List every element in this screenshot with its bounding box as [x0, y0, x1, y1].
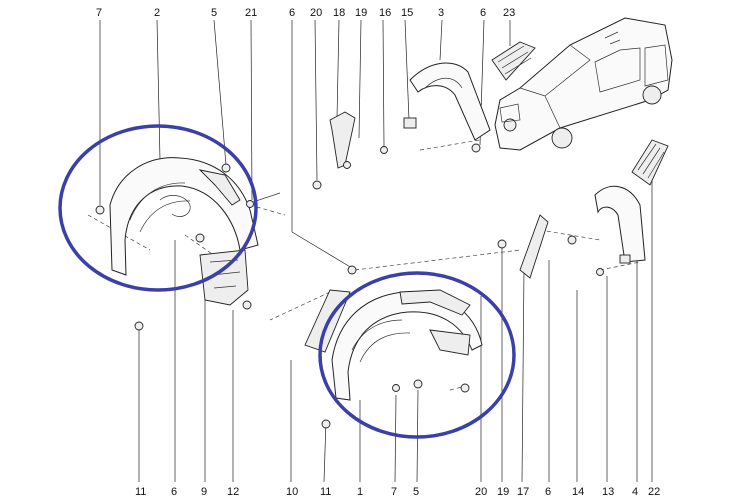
clip-11-mid-icon [321, 419, 331, 429]
callout-bottom-6a: 6 [171, 486, 177, 498]
front-wheel-arch-liner [331, 289, 483, 401]
mud-flap-bracket [312, 111, 356, 190]
callout-top-19: 19 [355, 7, 367, 19]
highlight-circle-left [58, 124, 258, 292]
callout-top-3: 3 [438, 7, 444, 19]
callout-bottom-20: 20 [475, 486, 487, 498]
callout-bottom-11a: 11 [135, 486, 146, 498]
callout-top-6a: 6 [289, 7, 295, 19]
callout-bottom-10: 10 [286, 486, 298, 498]
clip-6-icon [195, 233, 205, 243]
callout-bottom-19: 19 [497, 486, 509, 498]
callout-top-15: 15 [401, 7, 413, 19]
callout-top-6b: 6 [480, 7, 486, 19]
callout-bottom-6b: 6 [545, 486, 551, 498]
clip-5-mid-icon [413, 379, 423, 389]
callout-bottom-4: 4 [632, 486, 638, 498]
vent-grille-22 [631, 139, 669, 186]
leader-lines [99, 19, 653, 483]
callout-top-2: 2 [154, 7, 160, 19]
clip-8-icon [460, 383, 470, 393]
callout-top-18: 18 [333, 7, 345, 19]
callout-bottom-11b: 11 [320, 486, 331, 498]
callout-top-5: 5 [211, 7, 217, 19]
callout-top-7: 7 [96, 7, 102, 19]
callout-bottom-13: 13 [602, 486, 614, 498]
vehicle-illustration [494, 17, 673, 151]
left-fasteners [95, 163, 281, 331]
clip-12-icon [242, 300, 252, 310]
clip-11-icon [134, 321, 144, 331]
bracket-17 [497, 214, 549, 279]
callout-top-23: 23 [503, 7, 515, 19]
screw-7-mid-icon [392, 384, 400, 392]
callout-bottom-1: 1 [357, 486, 363, 498]
middle-fasteners [321, 379, 470, 429]
fender-liner-rear-4 [567, 185, 646, 276]
callout-bottom-12: 12 [227, 486, 239, 498]
rear-wheel-arch-liner [109, 157, 259, 276]
callout-top-21: 21 [245, 7, 257, 19]
callout-bottom-5: 5 [413, 486, 419, 498]
callout-bottom-17: 17 [517, 486, 529, 498]
vent-grille-23 [491, 41, 536, 81]
top-callouts: 7 2 5 21 6 20 18 19 16 15 3 6 23 [96, 7, 515, 19]
callout-bottom-7: 7 [391, 486, 397, 498]
clip-5-icon [221, 163, 231, 173]
callout-bottom-14: 14 [572, 486, 584, 498]
highlight-circle-right [318, 271, 516, 439]
splash-shield-3 [409, 62, 491, 153]
screw-21-icon [246, 200, 254, 208]
callout-bottom-22: 22 [648, 486, 660, 498]
callout-top-20: 20 [310, 7, 322, 19]
callout-bottom-9: 9 [201, 486, 207, 498]
callout-top-16: 16 [379, 7, 391, 19]
liner-bracket [199, 249, 249, 306]
clip-7-icon [95, 205, 105, 215]
clip-6-mid-icon [347, 265, 357, 275]
bottom-callouts: 11 6 9 12 10 11 1 7 5 20 19 17 6 14 13 4… [135, 486, 660, 498]
clip-16-15-group [380, 117, 417, 154]
